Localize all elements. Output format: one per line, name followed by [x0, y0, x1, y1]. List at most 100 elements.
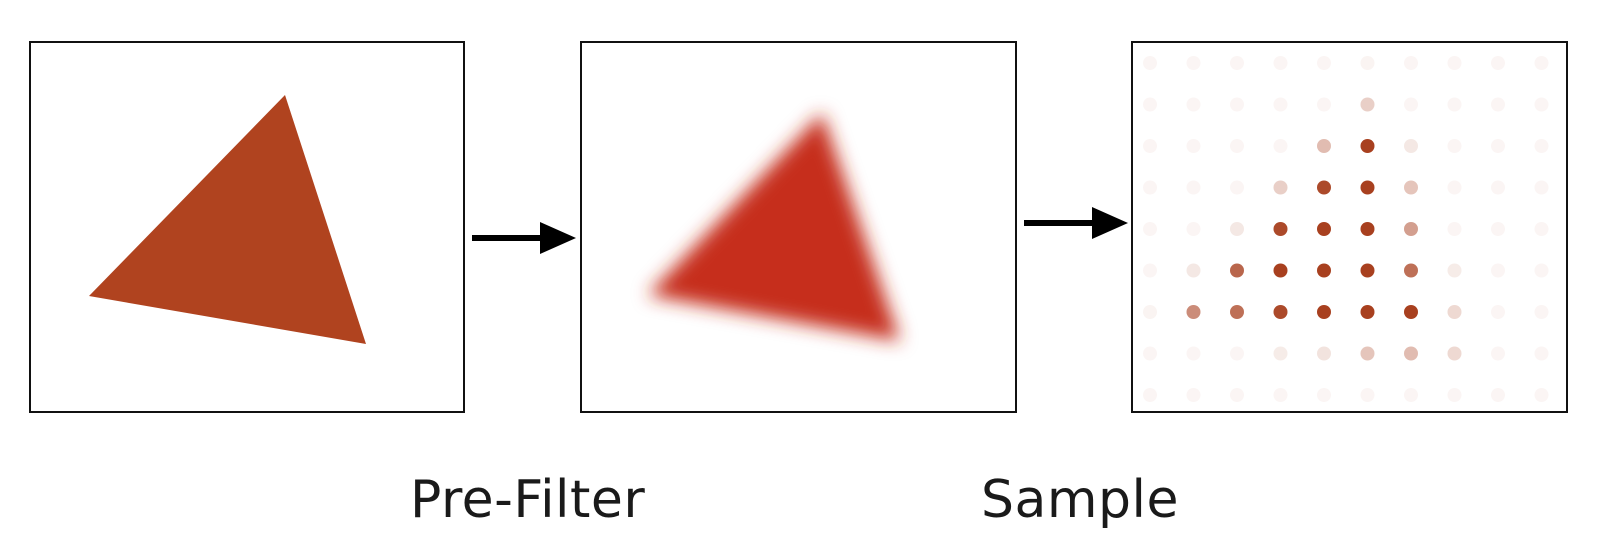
sample-dot	[1273, 180, 1288, 195]
sample-dot	[1273, 388, 1288, 402]
sample-dot	[1360, 263, 1375, 278]
sample-dot	[1273, 305, 1288, 319]
sample-dot	[1447, 388, 1462, 402]
sample-dot	[1186, 97, 1201, 112]
sample-dot	[1447, 263, 1462, 278]
sample-dot	[1447, 97, 1462, 112]
sample-dot	[1230, 388, 1244, 402]
arrow-right-icon	[1024, 207, 1128, 239]
sampled-dots-panel	[1131, 41, 1568, 413]
sample-dot	[1404, 305, 1418, 319]
sample-dot	[1186, 305, 1201, 319]
sample-dot	[1143, 305, 1157, 319]
sample-dot	[1317, 222, 1331, 236]
sample-dot	[1273, 263, 1288, 278]
sample-dot	[1360, 388, 1375, 402]
sample-dot	[1186, 139, 1201, 153]
prefilter-caption: Pre-Filter	[410, 470, 646, 530]
sample-dot	[1360, 139, 1375, 153]
sample-dot	[1447, 180, 1462, 195]
original-triangle-canvas	[89, 95, 366, 344]
sample-dot	[1230, 180, 1244, 195]
sample-dot	[1186, 346, 1201, 361]
sample-dot	[1404, 139, 1418, 153]
sample-dot	[1491, 222, 1505, 236]
sample-dot	[1534, 56, 1549, 70]
sample-grid	[1143, 56, 1549, 402]
arrow-right-icon	[472, 222, 576, 254]
sample-dot	[1317, 180, 1331, 195]
sample-dot	[1447, 222, 1462, 236]
sample-dot	[1447, 56, 1462, 70]
sample-dot	[1404, 180, 1418, 195]
sample-dot	[1404, 388, 1418, 402]
sample-dot	[1534, 97, 1549, 112]
sample-dot	[1186, 388, 1201, 402]
sample-dot	[1534, 305, 1549, 319]
sample-dot	[1447, 305, 1462, 319]
sample-dot	[1360, 97, 1375, 112]
sample-dot	[1404, 346, 1418, 361]
blurred-triangle	[648, 113, 900, 341]
sample-dot	[1143, 56, 1157, 70]
sample-dot	[1447, 139, 1462, 153]
sample-dot	[1491, 97, 1505, 112]
sample-dot	[1491, 346, 1505, 361]
sample-dot	[1404, 97, 1418, 112]
sample-dot	[1273, 346, 1288, 361]
sample-dot	[1360, 305, 1375, 319]
sample-dot	[1317, 263, 1331, 278]
sample-dot	[1143, 97, 1157, 112]
blurred-triangle-canvas	[648, 113, 900, 341]
sample-dot	[1534, 139, 1549, 153]
sample-dot	[1534, 388, 1549, 402]
sample-dot	[1230, 139, 1244, 153]
sample-dot	[1186, 222, 1201, 236]
sample-dot	[1360, 56, 1375, 70]
sample-dot	[1230, 346, 1244, 361]
sample-dot	[1491, 388, 1505, 402]
sample-dot	[1230, 56, 1244, 70]
sample-dot	[1186, 180, 1201, 195]
sample-dot	[1143, 346, 1157, 361]
sample-dot	[1230, 97, 1244, 112]
sample-dot	[1491, 263, 1505, 278]
sample-dot	[1317, 346, 1331, 361]
sample-dot	[1491, 139, 1505, 153]
sample-caption: Sample	[981, 470, 1179, 530]
sample-dot	[1447, 346, 1462, 361]
sample-dot	[1143, 388, 1157, 402]
sample-dot	[1230, 305, 1244, 319]
sample-dot	[1360, 346, 1375, 361]
sample-dot	[1491, 305, 1505, 319]
sample-dot	[1273, 97, 1288, 112]
sample-dot	[1360, 180, 1375, 195]
sample-dot	[1143, 263, 1157, 278]
sample-dot	[1360, 222, 1375, 236]
sample-dot	[1404, 263, 1418, 278]
sample-dot	[1317, 388, 1331, 402]
sample-dot	[1317, 97, 1331, 112]
original-triangle	[89, 95, 366, 344]
sample-dot	[1317, 139, 1331, 153]
sample-dot	[1273, 222, 1288, 236]
sample-dot	[1404, 222, 1418, 236]
sample-dot	[1534, 346, 1549, 361]
sample-dot	[1491, 180, 1505, 195]
sample-dot	[1186, 263, 1201, 278]
sample-dot	[1317, 56, 1331, 70]
sample-dot	[1404, 56, 1418, 70]
sample-dot	[1273, 139, 1288, 153]
original-triangle-panel	[29, 41, 465, 413]
sample-dot	[1273, 56, 1288, 70]
sample-dot	[1317, 305, 1331, 319]
sample-dot	[1534, 222, 1549, 236]
sample-dot	[1230, 222, 1244, 236]
sample-dot	[1186, 56, 1201, 70]
sample-dot	[1143, 139, 1157, 153]
sample-dot	[1230, 263, 1244, 278]
blurred-triangle-panel	[580, 41, 1017, 413]
sample-dot	[1491, 56, 1505, 70]
sample-dot	[1143, 180, 1157, 195]
sample-dot	[1143, 222, 1157, 236]
